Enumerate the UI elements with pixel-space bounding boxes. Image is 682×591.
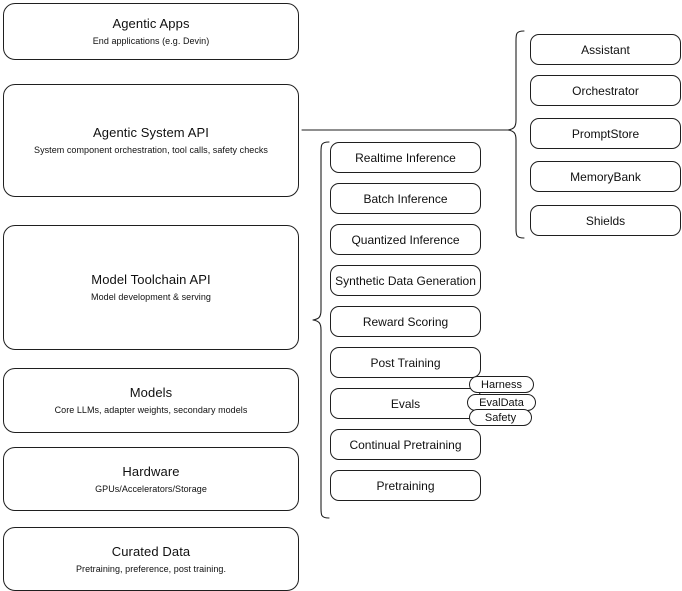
layer-subtitle: GPUs/Accelerators/Storage (95, 483, 207, 494)
capability-box-quantized-inference[interactable]: Quantized Inference (330, 224, 481, 255)
system-component-label: Shields (585, 213, 626, 228)
eval-badge-safety[interactable]: Safety (469, 409, 532, 426)
capability-box-synthetic-data-generation[interactable]: Synthetic Data Generation (330, 265, 481, 296)
brace-toolchain-capabilities (312, 141, 330, 519)
system-component-box-shields[interactable]: Shields (530, 205, 681, 236)
capability-box-realtime-inference[interactable]: Realtime Inference (330, 142, 481, 173)
system-component-box-assistant[interactable]: Assistant (530, 34, 681, 65)
capability-label: Synthetic Data Generation (335, 273, 476, 288)
layer-title: Model Toolchain API (91, 272, 211, 287)
system-component-box-orchestrator[interactable]: Orchestrator (530, 75, 681, 106)
layer-box-model-toolchain-api[interactable]: Model Toolchain API Model development & … (3, 225, 299, 350)
layer-title: Curated Data (111, 543, 191, 559)
layer-title: Models (129, 385, 173, 400)
capability-label: Continual Pretraining (349, 437, 462, 452)
eval-badge-harness[interactable]: Harness (469, 376, 534, 393)
layer-subtitle: Core LLMs, adapter weights, secondary mo… (54, 405, 248, 415)
capability-box-reward-scoring[interactable]: Reward Scoring (330, 306, 481, 337)
capability-box-pretraining[interactable]: Pretraining (330, 470, 481, 501)
layer-box-agentic-apps[interactable]: Agentic Apps End applications (e.g. Devi… (3, 3, 299, 60)
layer-title: Hardware (122, 463, 180, 479)
layer-subtitle: Model development & serving (91, 292, 211, 302)
layer-subtitle: System component orchestration, tool cal… (34, 145, 268, 155)
system-component-box-promptstore[interactable]: PromptStore (530, 118, 681, 149)
capability-label: Batch Inference (363, 191, 448, 206)
capability-label: Evals (390, 396, 421, 411)
system-component-label: Orchestrator (572, 83, 639, 98)
capability-label: Pretraining (376, 478, 435, 493)
capability-box-batch-inference[interactable]: Batch Inference (330, 183, 481, 214)
layer-title: Agentic System API (93, 125, 209, 140)
eval-badge-label: Safety (484, 411, 517, 424)
eval-badge-label: Harness (481, 378, 522, 391)
capability-box-evals[interactable]: Evals (330, 388, 481, 419)
capability-label: Reward Scoring (362, 314, 449, 329)
capability-label: Post Training (370, 355, 441, 370)
brace-system-components (507, 30, 525, 239)
layer-box-curated-data[interactable]: Curated Data Pretraining, preference, po… (3, 527, 299, 591)
eval-badge-label: EvalData (479, 396, 524, 409)
capability-label: Realtime Inference (355, 150, 456, 165)
system-component-label: PromptStore (571, 126, 640, 141)
capability-box-post-training[interactable]: Post Training (330, 347, 481, 378)
layer-box-models[interactable]: Models Core LLMs, adapter weights, secon… (3, 368, 299, 433)
capability-label: Quantized Inference (351, 232, 460, 247)
layer-title: Agentic Apps (112, 16, 190, 31)
layer-subtitle: Pretraining, preference, post training. (75, 563, 227, 574)
layer-box-agentic-system-api[interactable]: Agentic System API System component orch… (3, 84, 299, 197)
system-component-label: MemoryBank (570, 169, 641, 184)
system-component-box-memorybank[interactable]: MemoryBank (530, 161, 681, 192)
layer-box-hardware[interactable]: Hardware GPUs/Accelerators/Storage (3, 447, 299, 511)
layer-subtitle: End applications (e.g. Devin) (92, 36, 210, 46)
system-component-label: Assistant (581, 42, 630, 57)
capability-box-continual-pretraining[interactable]: Continual Pretraining (330, 429, 481, 460)
